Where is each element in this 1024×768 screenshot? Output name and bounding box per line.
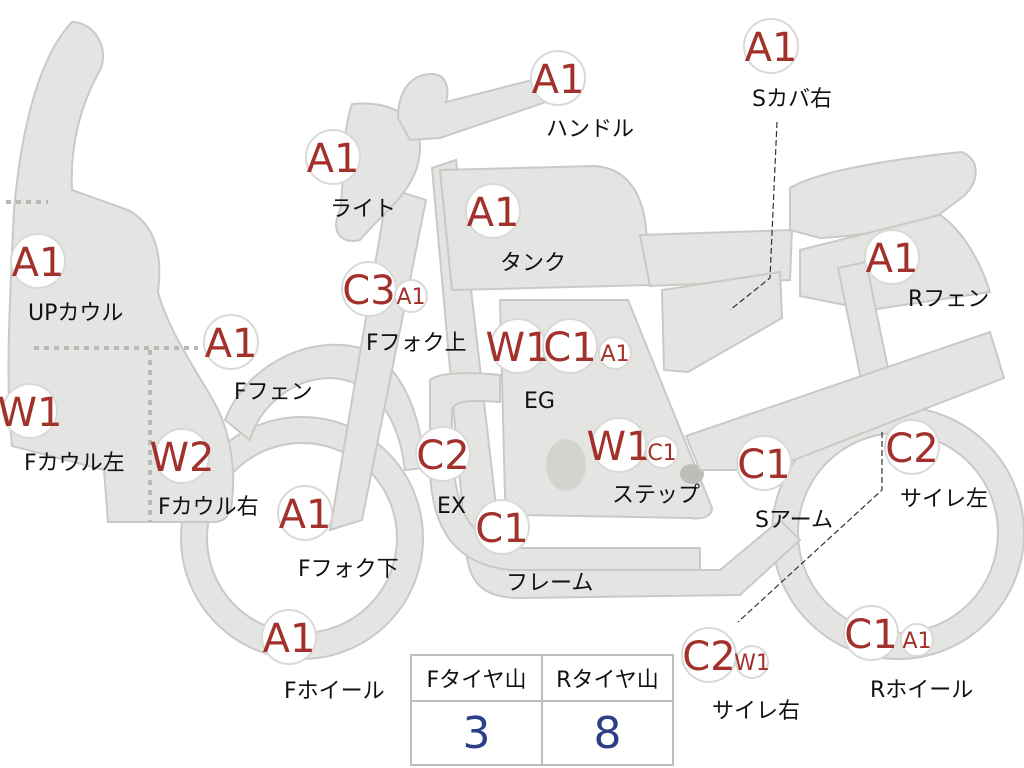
grade-badge: W1 <box>0 383 63 439</box>
part-silencer-right: C2 W1 サイレ右 <box>681 627 800 724</box>
part-label: EX <box>437 494 466 519</box>
part-label: UPカウル <box>28 301 123 326</box>
front-tread-header: Fタイヤ山 <box>410 654 543 702</box>
svg-text:C2: C2 <box>416 433 469 479</box>
part-handle: A1 ハンドル <box>530 50 634 142</box>
svg-text:A1: A1 <box>205 321 258 367</box>
svg-text:C1: C1 <box>737 442 790 488</box>
part-label: Fカウル右 <box>158 495 259 520</box>
part-f-fork-upper: C3 A1 Fフォク上 <box>341 261 467 356</box>
tire-tread-table: Fタイヤ山 Rタイヤ山 3 8 <box>410 654 674 766</box>
svg-text:C3: C3 <box>342 268 395 314</box>
part-label: Fフォク下 <box>298 557 399 582</box>
svg-text:C1: C1 <box>475 506 528 552</box>
svg-text:W1: W1 <box>486 325 551 371</box>
svg-text:A1: A1 <box>307 136 360 182</box>
part-f-cowl-right: W2 Fカウル右 <box>150 428 259 520</box>
svg-text:A1: A1 <box>745 25 798 71</box>
grade-badge: C2 <box>681 627 737 683</box>
grade-badge: C1 <box>736 435 792 491</box>
part-label: Sアーム <box>755 508 833 533</box>
svg-text:A1: A1 <box>263 616 316 662</box>
part-label: タンク <box>500 251 566 276</box>
grade-badge: A1 <box>465 183 521 239</box>
grade-badge: A1 <box>530 50 586 106</box>
grade-badge: A1 <box>10 233 66 289</box>
part-label: Fカウル左 <box>24 451 125 476</box>
part-f-wheel: A1 Fホイール <box>261 609 385 704</box>
part-exhaust: C2 EX <box>415 426 471 519</box>
part-label: サイレ右 <box>712 699 800 724</box>
part-step: W1 C1 ステップ <box>587 417 700 508</box>
grade-badge: W2 <box>150 428 215 484</box>
part-f-fender: A1 Fフェン <box>203 314 313 405</box>
part-label: Fフェン <box>234 380 313 405</box>
grade-badge: A1 <box>277 485 333 541</box>
grade-badge: W1 <box>587 417 652 473</box>
svg-text:A1: A1 <box>279 492 332 538</box>
svg-text:A1: A1 <box>600 342 629 367</box>
part-label: サイレ左 <box>900 487 988 512</box>
part-up-cowl: A1 UPカウル <box>10 233 123 326</box>
part-label: Fフォク上 <box>366 331 467 356</box>
svg-text:W2: W2 <box>150 435 215 481</box>
grade-badge: A1 <box>305 129 361 185</box>
grade-badge: A1 <box>261 609 317 665</box>
part-label: EG <box>524 389 555 414</box>
part-label: フレーム <box>506 571 593 596</box>
grade-badge: A1 <box>864 229 920 285</box>
part-label: Rホイール <box>870 678 973 703</box>
part-label: Fホイール <box>284 679 385 704</box>
grade-badge: C2 <box>884 419 940 475</box>
part-label: Sカバ右 <box>752 87 832 112</box>
svg-text:A1: A1 <box>467 190 520 236</box>
svg-text:W1: W1 <box>734 651 770 676</box>
part-label: ライト <box>330 197 396 222</box>
svg-text:C2: C2 <box>682 634 735 680</box>
grade-badge: C2 <box>415 426 471 482</box>
grade-badge: C1 <box>474 499 530 555</box>
part-light: A1 ライト <box>305 129 396 222</box>
svg-text:C1: C1 <box>543 325 596 371</box>
grade-badge: C1 <box>542 318 598 374</box>
part-frame: C1 フレーム <box>474 499 593 596</box>
grade-badge-small: A1 <box>598 336 632 370</box>
svg-text:A1: A1 <box>902 629 931 654</box>
svg-text:A1: A1 <box>532 57 585 103</box>
part-f-fork-lower: A1 Fフォク下 <box>277 485 399 582</box>
svg-text:A1: A1 <box>396 285 425 310</box>
grade-badge: A1 <box>743 18 799 74</box>
part-engine: W1 C1 A1 EG <box>486 318 632 414</box>
front-tread-value: 3 <box>410 700 543 766</box>
part-r-fender: A1 Rフェン <box>864 229 989 312</box>
grade-badge-small: A1 <box>394 279 428 313</box>
svg-text:A1: A1 <box>12 240 65 286</box>
svg-text:C1: C1 <box>647 441 676 466</box>
grade-badge: W1 <box>486 318 551 374</box>
rear-tread-value: 8 <box>541 700 674 766</box>
grade-badge: A1 <box>203 314 259 370</box>
grade-badge: C1 <box>843 605 899 661</box>
grade-badge: C3 <box>341 261 397 317</box>
part-silencer-left: C2 サイレ左 <box>884 419 988 512</box>
part-swing-arm: C1 Sアーム <box>736 435 833 533</box>
svg-text:A1: A1 <box>866 236 919 282</box>
part-tank: A1 タンク <box>465 183 566 276</box>
svg-text:C2: C2 <box>885 426 938 472</box>
part-label: ハンドル <box>546 117 634 142</box>
part-s-cover-right: A1 Sカバ右 <box>743 18 832 112</box>
svg-text:W1: W1 <box>587 424 652 470</box>
grade-badge-small: W1 <box>734 645 770 679</box>
rear-tread-header: Rタイヤ山 <box>541 654 674 702</box>
grade-badge-small: C1 <box>645 435 679 469</box>
part-label: Rフェン <box>908 287 989 312</box>
svg-text:C1: C1 <box>844 612 897 658</box>
part-label: ステップ <box>612 483 700 508</box>
part-r-wheel: C1 A1 Rホイール <box>843 605 973 703</box>
part-annotations: A1 UPカウル W1 Fカウル左 W2 Fカウル右 A1 <box>0 18 989 724</box>
grade-badge-small: A1 <box>900 623 934 657</box>
part-f-cowl-left: W1 Fカウル左 <box>0 383 125 476</box>
svg-text:W1: W1 <box>0 390 63 436</box>
